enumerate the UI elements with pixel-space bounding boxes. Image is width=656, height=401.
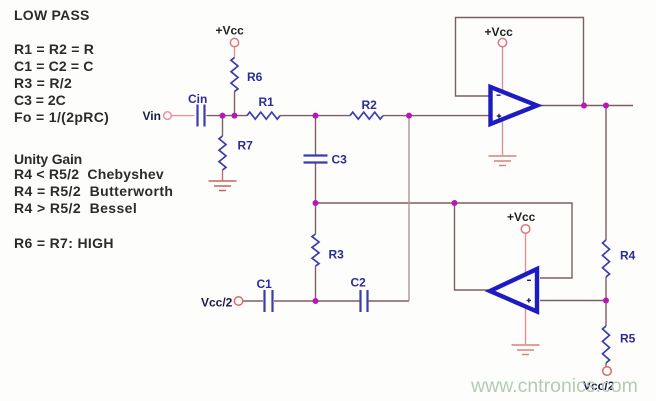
svg-text:C3: C3 bbox=[332, 153, 348, 167]
svg-text:R5: R5 bbox=[620, 332, 636, 346]
svg-text:Vcc/2: Vcc/2 bbox=[201, 296, 233, 310]
svg-text:Vin: Vin bbox=[143, 109, 161, 123]
svg-text:Vcc/2: Vcc/2 bbox=[583, 379, 615, 393]
svg-text:+Vcc: +Vcc bbox=[485, 25, 514, 39]
svg-text:Cin: Cin bbox=[188, 92, 207, 106]
svg-text:C1: C1 bbox=[257, 277, 273, 291]
svg-text:www.cntronics.com: www.cntronics.com bbox=[470, 375, 638, 397]
svg-text:R3: R3 bbox=[329, 248, 345, 262]
svg-text:R6: R6 bbox=[247, 70, 263, 84]
svg-text:R4: R4 bbox=[620, 249, 636, 263]
svg-text:R2: R2 bbox=[362, 98, 378, 112]
svg-text:R7: R7 bbox=[238, 139, 254, 153]
svg-text:+Vcc: +Vcc bbox=[216, 24, 245, 38]
svg-text:R1: R1 bbox=[259, 95, 275, 109]
svg-text:C2: C2 bbox=[351, 276, 367, 290]
svg-text:+Vcc: +Vcc bbox=[507, 210, 536, 224]
